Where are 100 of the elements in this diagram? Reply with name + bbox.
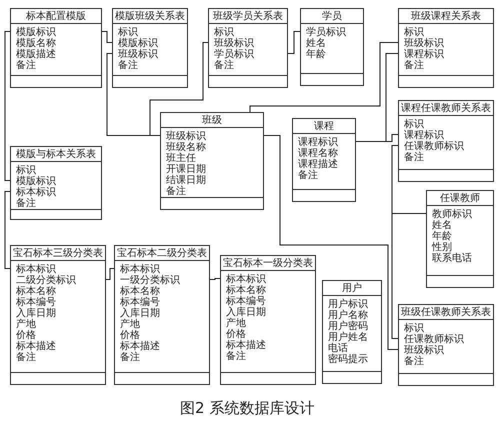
field-name: 产地 <box>226 318 246 329</box>
field-name: 开课日期 <box>166 164 206 175</box>
field-name: 入库日期 <box>120 308 160 319</box>
field-name: 模版描述 <box>16 49 56 60</box>
field-name: 标识 <box>404 27 424 38</box>
field-name: 年龄 <box>432 231 452 242</box>
field-name: 学员标识 <box>214 49 254 60</box>
field-name: 价格 <box>120 330 140 341</box>
table-box <box>10 8 102 88</box>
field-name: 标本描述 <box>120 341 160 352</box>
field-name: 备注 <box>226 351 246 362</box>
field-name: 标本名称 <box>226 285 266 296</box>
field-name: 入库日期 <box>16 308 56 319</box>
table-title: 班级学员关系表 <box>213 10 283 22</box>
field-name: 学员标识 <box>306 27 346 38</box>
field-name: 标识 <box>214 27 234 38</box>
field-name: 任课教师标识 <box>404 334 464 345</box>
table-box <box>112 8 188 88</box>
field-name: 班主任 <box>166 153 196 164</box>
field-name: 班级标识 <box>166 131 206 142</box>
table-box <box>160 112 264 210</box>
field-name: 课程标识 <box>404 130 444 141</box>
field-name: 标识 <box>16 165 36 176</box>
connector-line <box>150 42 208 136</box>
field-name: 备注 <box>214 60 234 71</box>
table-title: 班级 <box>202 114 222 126</box>
field-name: 密码提示 <box>328 354 368 365</box>
field-name: 标本标识 <box>16 187 56 198</box>
field-name: 备注 <box>120 352 140 363</box>
table-box <box>220 255 316 385</box>
connector-line <box>106 268 114 280</box>
connector-line <box>264 135 398 350</box>
table-box <box>322 280 382 384</box>
table-title: 宝石标本二级分类表 <box>117 248 207 258</box>
connector-line <box>210 278 220 280</box>
table-title: 任课教师 <box>440 192 480 204</box>
connector-line <box>4 191 10 269</box>
field-name: 班级名称 <box>166 142 206 153</box>
table-title: 宝石标本三级分类表 <box>13 248 103 258</box>
field-name: 班级标识 <box>214 38 254 49</box>
field-name: 标本名称 <box>120 286 160 297</box>
field-name: 备注 <box>16 198 36 209</box>
table-box <box>300 8 364 86</box>
field-name: 模版标识 <box>118 38 158 49</box>
field-name: 备注 <box>16 60 36 71</box>
table-box <box>208 8 288 88</box>
field-name: 年龄 <box>306 49 326 60</box>
field-name: 标本标识 <box>16 264 56 275</box>
field-name: 模版标识 <box>16 27 56 38</box>
field-name: 备注 <box>16 352 36 363</box>
table-box <box>10 245 106 385</box>
field-name: 标识 <box>404 119 424 130</box>
field-name: 课程描述 <box>298 159 338 170</box>
connector-line <box>356 134 398 142</box>
field-name: 课程名称 <box>298 148 338 159</box>
field-name: 一级分类标识 <box>120 275 180 286</box>
field-name: 电话 <box>328 343 348 354</box>
field-name: 用户姓名 <box>328 332 368 343</box>
field-name: 性别 <box>432 242 452 253</box>
field-name: 备注 <box>118 60 138 71</box>
field-name: 产地 <box>16 319 36 330</box>
table-box <box>398 100 494 182</box>
table-box <box>426 190 494 288</box>
table-title: 模版班级关系表 <box>115 10 185 22</box>
field-name: 标本描述 <box>16 341 56 352</box>
table-box <box>114 245 210 385</box>
field-name: 班级标识 <box>404 345 444 356</box>
field-name: 班级标识 <box>118 49 158 60</box>
field-name: 标本编号 <box>226 296 266 307</box>
field-name: 价格 <box>226 329 246 340</box>
field-name: 备注 <box>298 170 318 181</box>
field-name: 备注 <box>404 356 424 367</box>
field-name: 模版名称 <box>16 38 56 49</box>
field-name: 备注 <box>404 60 424 71</box>
field-name: 标本名称 <box>16 286 56 297</box>
connector-line <box>102 31 112 43</box>
field-name: 姓名 <box>432 220 452 231</box>
field-name: 标识 <box>118 27 138 38</box>
field-name: 备注 <box>404 152 424 163</box>
table-box <box>398 8 494 88</box>
field-name: 二级分类标识 <box>16 275 76 286</box>
field-name: 用户标识 <box>328 299 368 310</box>
table-title: 用户 <box>342 282 362 294</box>
field-name: 标本描述 <box>226 340 266 351</box>
field-name: 课程标识 <box>298 137 338 148</box>
field-name: 用户名称 <box>328 310 368 321</box>
table-title: 学员 <box>322 10 342 22</box>
field-name: 入库日期 <box>226 307 266 318</box>
table-box <box>292 118 356 202</box>
connector-line <box>4 31 10 181</box>
table-title: 班级任课教师关系表 <box>401 306 491 318</box>
field-name: 任课教师标识 <box>404 141 464 152</box>
field-name: 产地 <box>120 319 140 330</box>
field-name: 备注 <box>166 186 186 197</box>
field-name: 联系电话 <box>432 253 472 264</box>
field-name: 标本编号 <box>16 297 56 308</box>
connector-line <box>288 31 300 54</box>
field-name: 模版标识 <box>16 176 56 187</box>
field-name: 价格 <box>16 330 36 341</box>
table-title: 模版与标本关系表 <box>16 148 96 160</box>
